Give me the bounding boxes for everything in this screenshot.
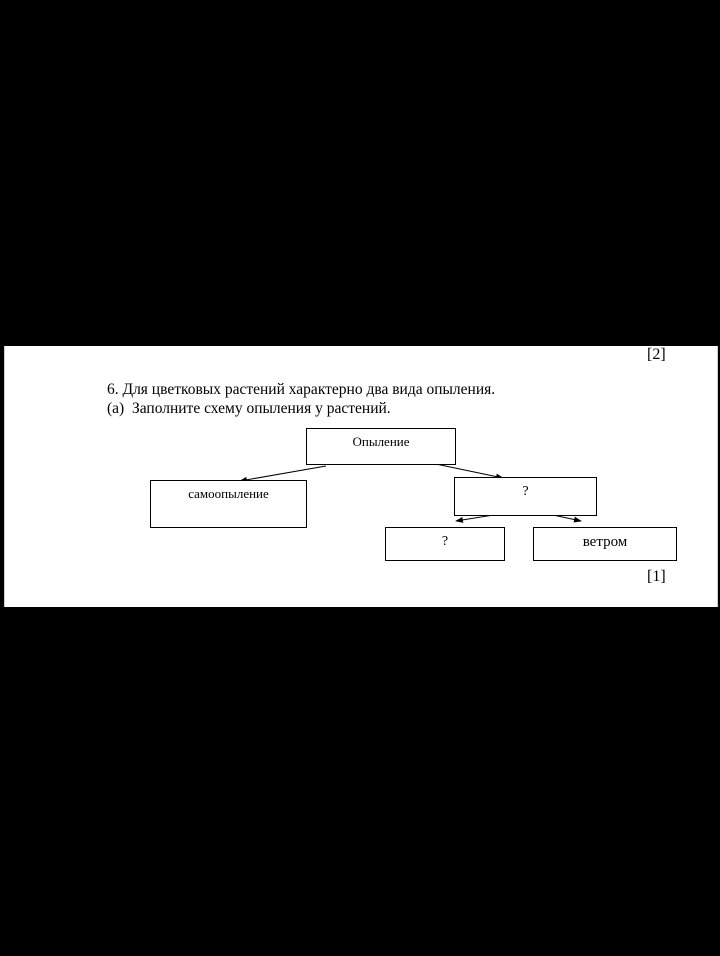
subquestion-text: (a) Заполните схему опыления у растений. bbox=[107, 400, 391, 417]
box-child-unknown: ? bbox=[385, 527, 505, 561]
previous-mark: [2] bbox=[647, 346, 666, 363]
box-child-wind: ветром bbox=[533, 527, 677, 561]
box-self-pollination: самоопыление bbox=[150, 480, 307, 528]
arrow-root-to-left bbox=[239, 465, 327, 483]
question-text: 6. Для цветковых растений характерно два… bbox=[107, 381, 496, 398]
document-page: [2] 6. Для цветковых растений характерно… bbox=[4, 346, 718, 607]
box-root: Опыление bbox=[306, 428, 456, 465]
mark: [1] bbox=[647, 568, 666, 585]
diagram-arrows bbox=[239, 457, 582, 523]
box-cross-pollination: ? bbox=[454, 477, 597, 516]
